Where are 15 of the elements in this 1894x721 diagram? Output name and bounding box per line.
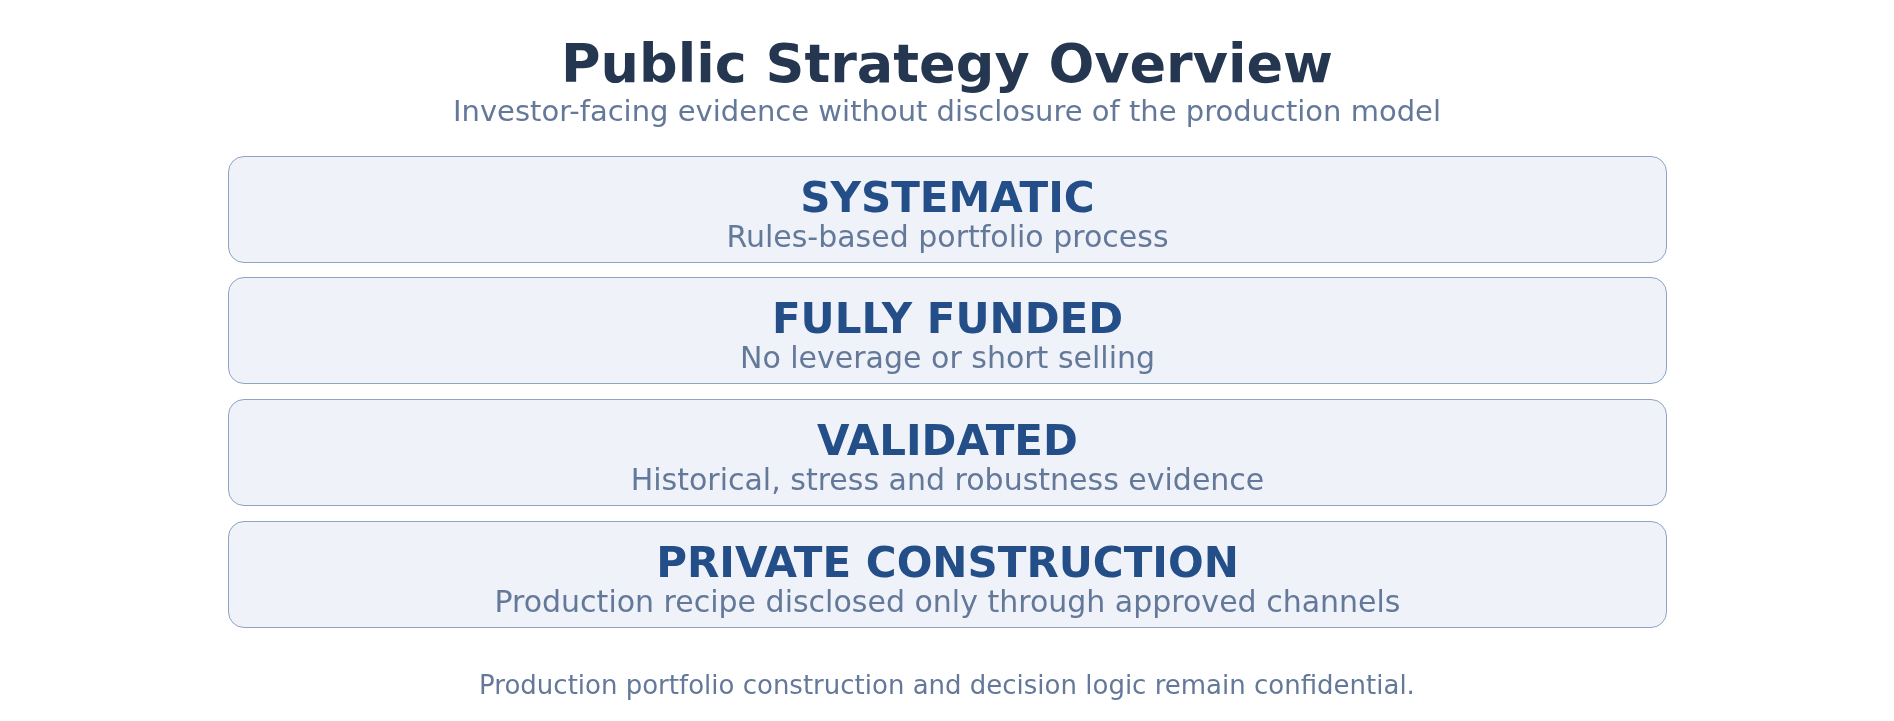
- card-panel: [228, 521, 1667, 628]
- card-description: No leverage or short selling: [739, 341, 1156, 375]
- card-panel: [228, 156, 1667, 263]
- card-description: Historical, stress and robustness evidence: [630, 463, 1265, 497]
- card-heading: FULLY FUNDED: [771, 292, 1124, 342]
- card-panel: [228, 277, 1667, 384]
- subtitle: Investor-facing evidence without disclosure of the production model: [452, 94, 1442, 129]
- card-heading: PRIVATE CONSTRUCTION: [656, 536, 1239, 586]
- card-panel: [228, 399, 1667, 506]
- card-heading: SYSTEMATIC: [800, 171, 1095, 221]
- caption: Production portfolio construction and decision logic remain confidential.: [478, 670, 1416, 702]
- card-description: Production recipe disclosed only through approved channels: [494, 585, 1401, 619]
- card-heading: VALIDATED: [817, 414, 1078, 464]
- card-description: Rules-based portfolio process: [726, 220, 1169, 254]
- title: Public Strategy Overview: [560, 32, 1334, 97]
